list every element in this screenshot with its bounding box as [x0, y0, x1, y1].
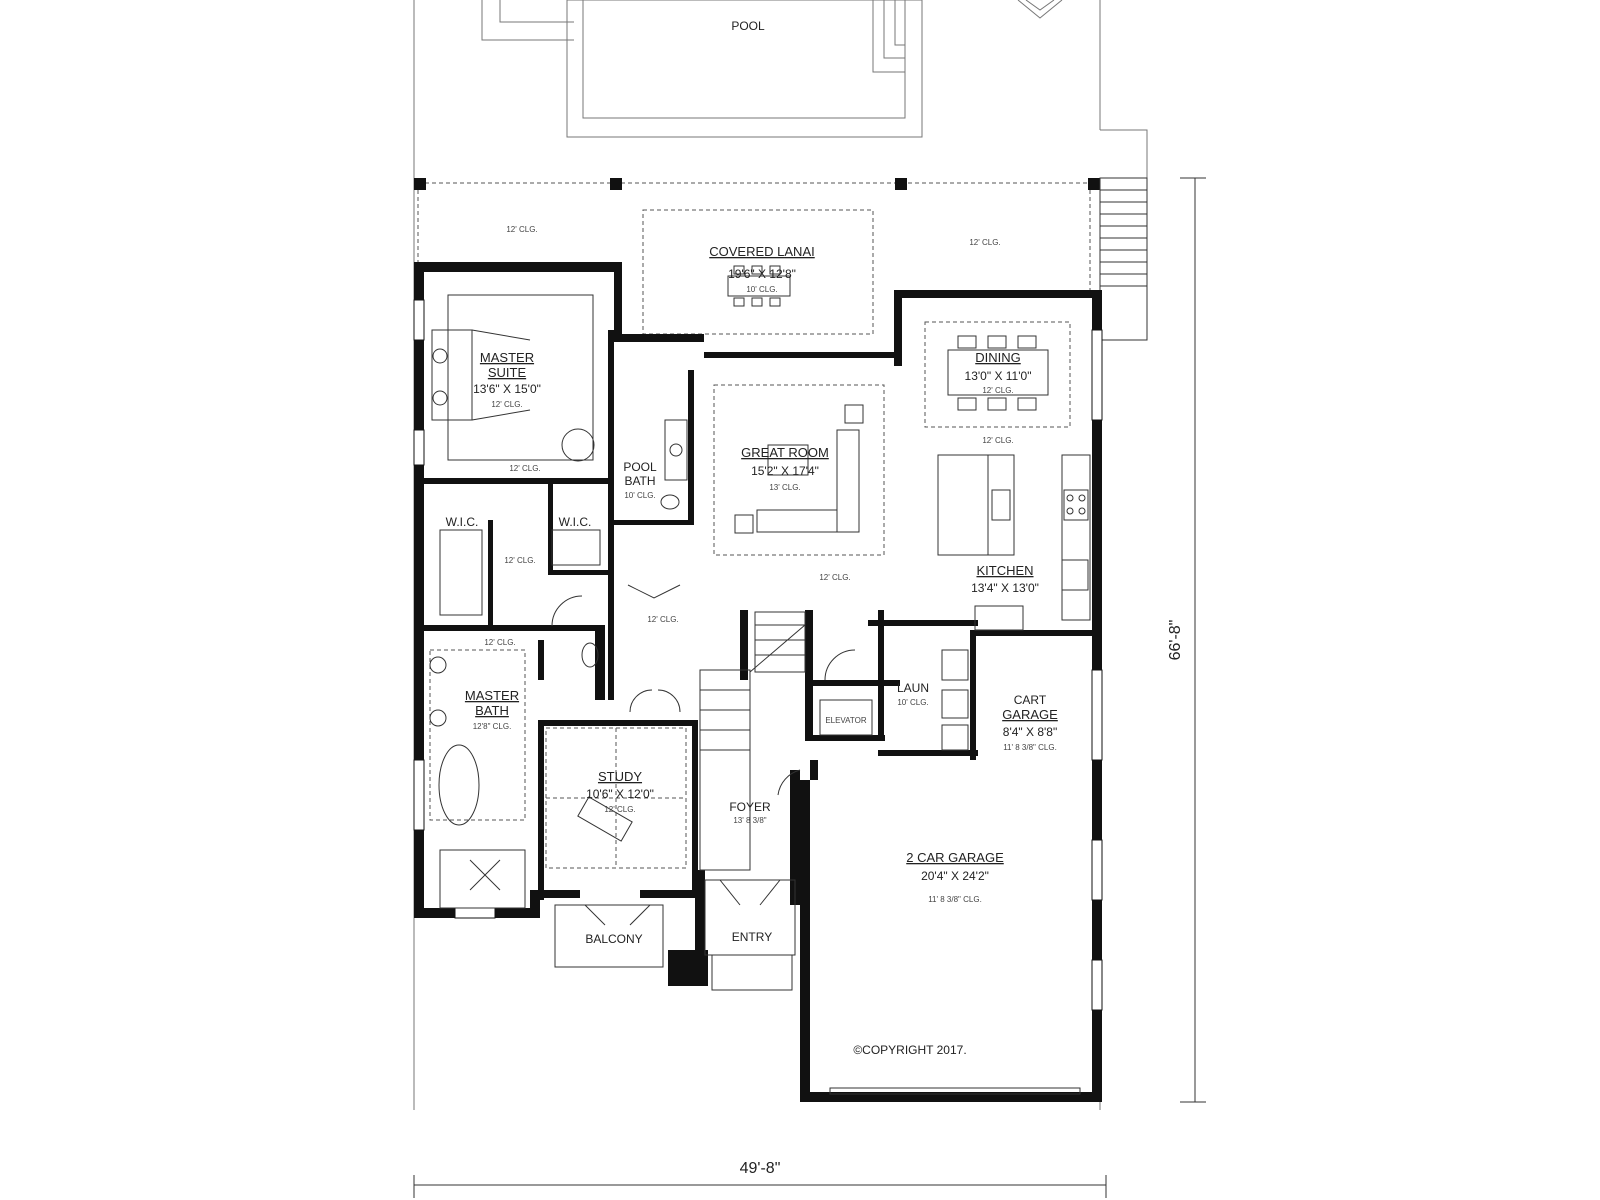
dining-label: DINING: [975, 350, 1021, 365]
interior-walls: [414, 330, 1096, 900]
dimension-lines: 49'-8" 66'-8": [413, 177, 1206, 1198]
master-suite-clg: 12' CLG.: [491, 400, 522, 409]
balcony-label: BALCONY: [585, 932, 642, 946]
cart-garage-clg: 11' 8 3/8" CLG.: [1003, 743, 1057, 752]
foyer-entry: FOYER 13' 8 3/8" ENTRY BALCONY: [554, 769, 801, 991]
two-car-garage-clg: 11' 8 3/8" CLG.: [928, 895, 982, 904]
master-suite-bottom-clg: 12' CLG.: [509, 464, 540, 473]
cart-garage-label-1: CART: [1014, 693, 1047, 707]
two-car-garage-label: 2 CAR GARAGE: [906, 850, 1004, 865]
interior-stairs: [699, 611, 806, 871]
master-suite-label-2: SUITE: [488, 365, 527, 380]
cart-garage: CART GARAGE 8'4" X 8'8" 11' 8 3/8" CLG.: [1002, 693, 1058, 752]
study-label: STUDY: [598, 769, 642, 784]
great-room-label: GREAT ROOM: [741, 445, 829, 460]
copyright-text: ©COPYRIGHT 2017.: [853, 1043, 966, 1057]
master-bath-clg: 12'8" CLG.: [473, 722, 512, 731]
foyer-clg: 13' 8 3/8": [733, 816, 766, 825]
dining-clg: 12' CLG.: [982, 386, 1013, 395]
wic-hall-clg: 12' CLG.: [504, 556, 535, 565]
exterior-stairs: [1099, 177, 1148, 341]
cart-garage-size: 8'4" X 8'8": [1003, 725, 1057, 739]
laun-clg: 10' CLG.: [897, 698, 928, 707]
pool-bath-label-1: POOL: [623, 460, 657, 474]
pool-bath-clg: 10' CLG.: [624, 491, 655, 500]
entry-label: ENTRY: [732, 930, 772, 944]
kitchen-size: 13'4" X 13'0": [971, 581, 1039, 595]
wic-area: W.I.C. W.I.C. 12' CLG.: [439, 515, 601, 627]
study: STUDY 10'6" X 12'0" 12' CLG.: [545, 727, 687, 869]
covered-lanai-clg: 10' CLG.: [746, 285, 777, 294]
great-room-size: 15'2" X 17'4": [751, 464, 819, 478]
dining-size: 13'0" X 11'0": [965, 369, 1032, 383]
pool-bath: POOL BATH 10' CLG.: [623, 419, 688, 510]
master-bath-label-2: BATH: [475, 703, 509, 718]
master-bath-label-1: MASTER: [465, 688, 519, 703]
kitchen-label: KITCHEN: [976, 563, 1033, 578]
kitchen-top-clg: 12' CLG.: [982, 436, 1013, 445]
laundry-elevator: LAUN 10' CLG. ELEVATOR: [819, 649, 969, 751]
master-suite-label-1: MASTER: [480, 350, 534, 365]
depth-dimension: 66'-8": [1167, 620, 1184, 661]
covered-lanai-label: COVERED LANAI: [709, 244, 814, 259]
two-car-garage-size: 20'4" X 24'2": [921, 869, 989, 883]
wic-right-label: W.I.C.: [559, 515, 592, 529]
lanai: COVERED LANAI 19'6" X 12'8" 10' CLG. 12'…: [414, 178, 1100, 335]
master-bath-top-clg: 12' CLG.: [484, 638, 515, 647]
laun-label: LAUN: [897, 681, 929, 695]
halls: 12' CLG. 12' CLG.: [627, 573, 851, 713]
great-room: GREAT ROOM 15'2" X 17'4" 13' CLG.: [713, 384, 885, 556]
windows: [413, 299, 1103, 1011]
study-clg: 12' CLG.: [604, 805, 635, 814]
covered-lanai-size: 19'6" X 12'8": [728, 267, 796, 281]
foyer-label: FOYER: [729, 800, 771, 814]
lanai-right-clg: 12' CLG.: [969, 238, 1000, 247]
pool-label: POOL: [731, 19, 765, 33]
study-size: 10'6" X 12'0": [586, 787, 654, 801]
two-car-garage: 2 CAR GARAGE 20'4" X 24'2" 11' 8 3/8" CL…: [829, 850, 1081, 1095]
cart-garage-label-2: GARAGE: [1002, 707, 1058, 722]
kitchen: KITCHEN 13'4" X 13'0": [937, 454, 1091, 631]
width-dimension: 49'-8": [740, 1160, 781, 1177]
center-hall-clg: 12' CLG.: [647, 615, 678, 624]
wic-left-label: W.I.C.: [446, 515, 479, 529]
master-suite: MASTER SUITE 13'6" X 15'0" 12' CLG. 12' …: [431, 294, 595, 473]
elevator-label: ELEVATOR: [825, 716, 867, 725]
living-hall-clg: 12' CLG.: [819, 573, 850, 582]
pool-area: POOL: [481, 0, 1063, 138]
pool-bath-label-2: BATH: [624, 474, 655, 488]
lanai-left-clg: 12' CLG.: [506, 225, 537, 234]
great-room-clg: 13' CLG.: [769, 483, 800, 492]
master-suite-size: 13'6" X 15'0": [473, 382, 541, 396]
dining: DINING 13'0" X 11'0" 12' CLG. 12' CLG.: [924, 321, 1071, 445]
master-bath: MASTER BATH 12'8" CLG. 12' CLG.: [429, 638, 599, 909]
